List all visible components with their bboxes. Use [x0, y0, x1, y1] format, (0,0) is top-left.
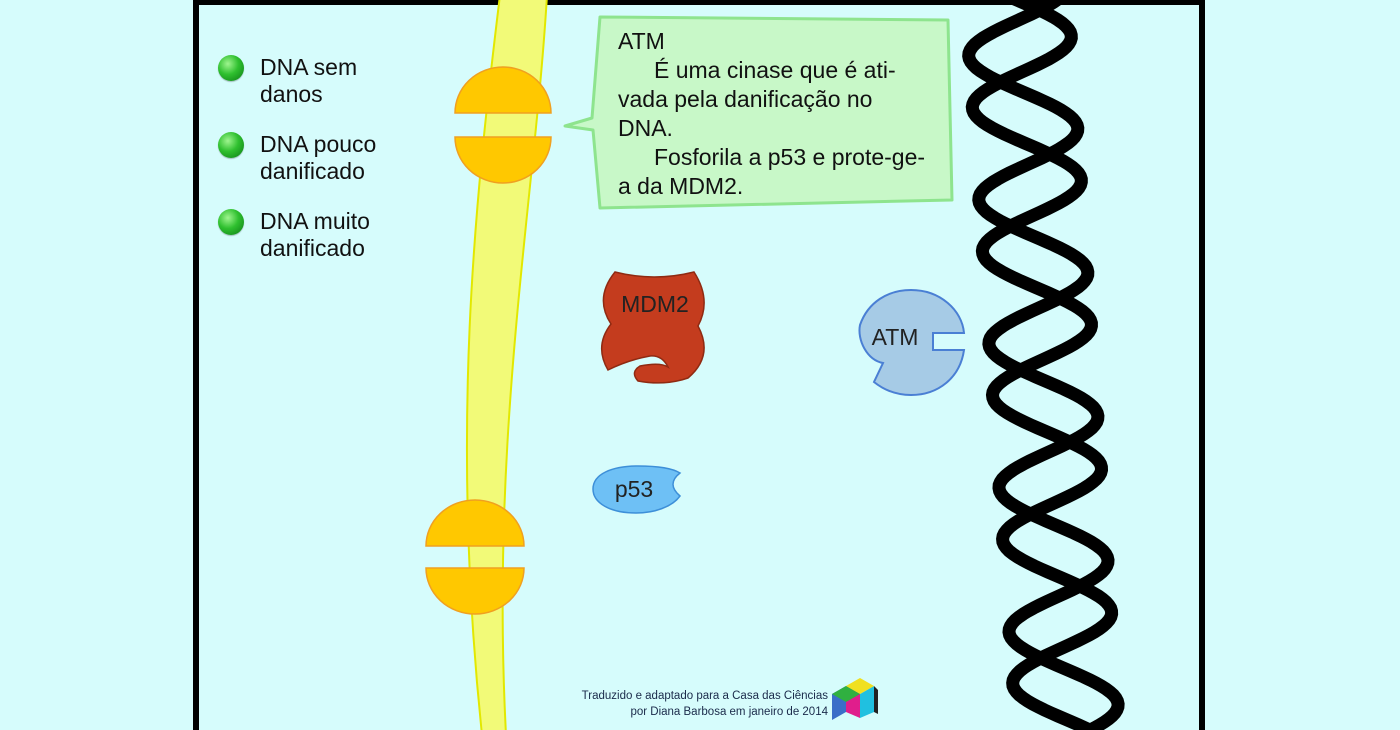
callout-title: ATM: [618, 28, 665, 54]
green-dot-icon: [218, 209, 244, 235]
p53-label: p53: [615, 476, 653, 502]
mdm2-protein[interactable]: MDM2: [601, 271, 705, 384]
callout-paragraph-2: Fosforila a p53 e prote-ge-a da MDM2.: [618, 144, 926, 199]
cell-frame: [193, 0, 1205, 730]
dna-strand: [965, 0, 1119, 730]
dna-strand: [962, 0, 1125, 730]
credits-line-1: Traduzido e adaptado para a Casa das Ciê…: [581, 690, 828, 702]
membrane-channel-top[interactable]: [454, 66, 552, 184]
green-dot-icon: [218, 55, 244, 81]
cell-membrane: [465, 0, 548, 730]
dna-helix: [962, 0, 1125, 730]
legend-dna-sem-danos[interactable]: DNA sem danos: [218, 54, 410, 108]
legend-dna-muito-danificado[interactable]: DNA muito danificado: [218, 208, 410, 262]
callout-paragraph-1: É uma cinase que é ati-vada pela danific…: [618, 57, 896, 141]
callout-text: ATM É uma cinase que é ati-vada pela dan…: [618, 27, 926, 201]
casa-das-ciencias-logo: [832, 678, 878, 720]
callout-bubble: [563, 15, 954, 210]
credits: Traduzido e adaptado para a Casa das Ciê…: [520, 688, 828, 720]
green-dot-icon: [218, 132, 244, 158]
atm-protein[interactable]: ATM: [858, 288, 966, 397]
legend-label: DNA pouco danificado: [260, 131, 377, 184]
legend-label: DNA sem danos: [260, 54, 358, 107]
legend-dna-pouco-danificado[interactable]: DNA pouco danificado: [218, 131, 410, 185]
credits-line-2: por Diana Barbosa em janeiro de 2014: [630, 706, 828, 718]
legend-label: DNA muito danificado: [260, 208, 370, 261]
mdm2-label: MDM2: [621, 291, 689, 317]
p53-protein[interactable]: p53: [592, 465, 682, 514]
atm-label: ATM: [872, 324, 919, 350]
membrane-channel-bottom[interactable]: [425, 499, 525, 615]
